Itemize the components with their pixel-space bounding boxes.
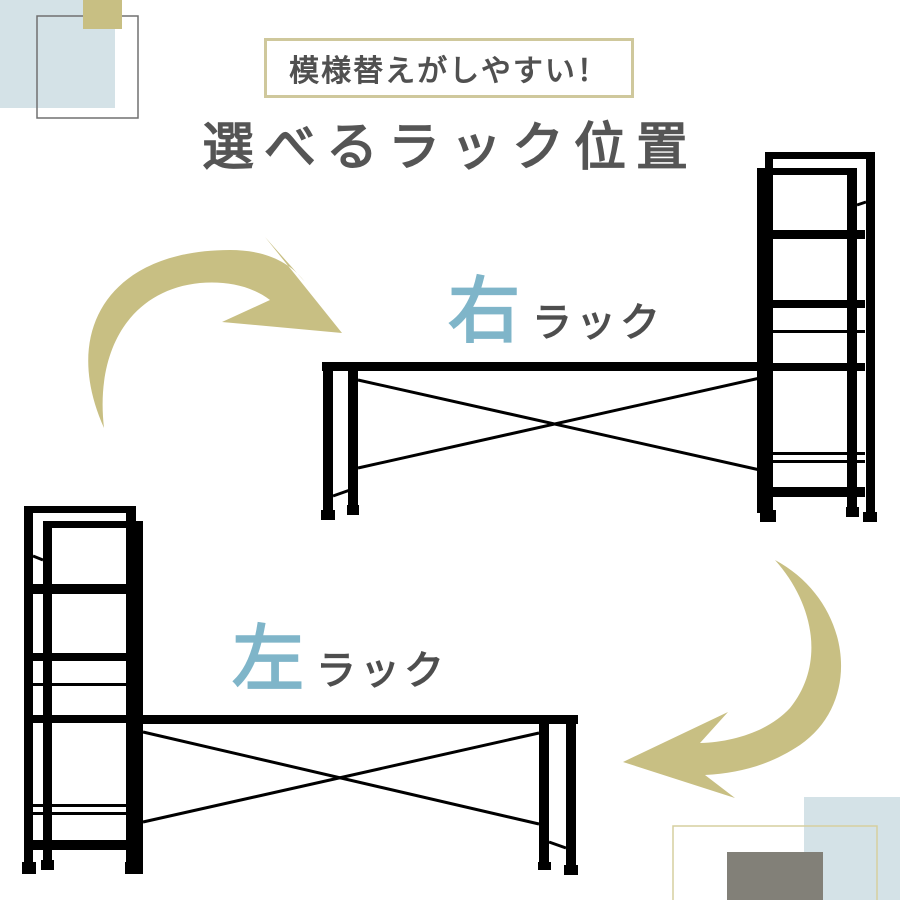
curved-arrow-left-icon — [623, 560, 842, 798]
left-rack-label: 左 ラック — [232, 600, 448, 705]
right-kanji: 右 — [448, 269, 521, 353]
desk-left-rack-illustration — [22, 506, 578, 875]
desk-right-rack-illustration — [321, 152, 877, 522]
tagline-text: 模様替えがしやすい！ — [289, 54, 609, 89]
page-title: 選べるラック位置 — [201, 118, 698, 178]
right-rack-label: 右 ラック — [448, 252, 664, 357]
tagline-badge: 模様替えがしやすい！ — [264, 38, 634, 98]
left-suffix: ラック — [316, 648, 449, 694]
curved-arrow-right-icon — [88, 237, 342, 428]
right-suffix: ラック — [532, 300, 665, 346]
top-left-decoration — [0, 0, 139, 119]
left-kanji: 左 — [232, 617, 305, 701]
bottom-right-decoration — [672, 797, 900, 900]
